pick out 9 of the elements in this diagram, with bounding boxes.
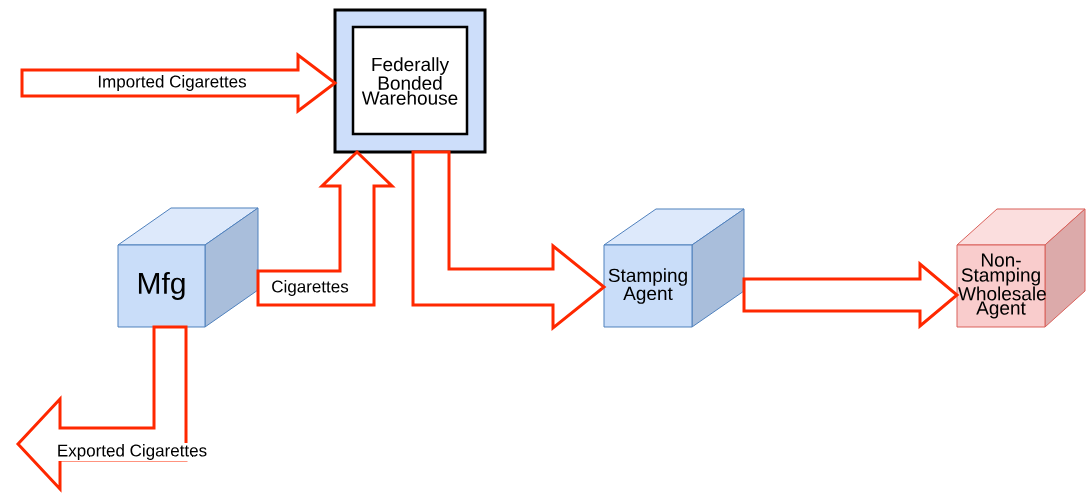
warehouse-box: Federally Bonded Warehouse [333,8,487,154]
cube-box: Non-Stamping Wholesale Agent [956,208,1086,328]
block-arrow [742,260,960,330]
cube-box: Stamping Agent [603,208,745,328]
cube-box: Mfg [117,207,259,328]
edge-label: Cigarettes [270,279,350,297]
edge-label: Imported Cigarettes [96,74,248,92]
block-arrow [411,150,607,332]
edge-label: Exported Cigarettes [55,443,209,461]
